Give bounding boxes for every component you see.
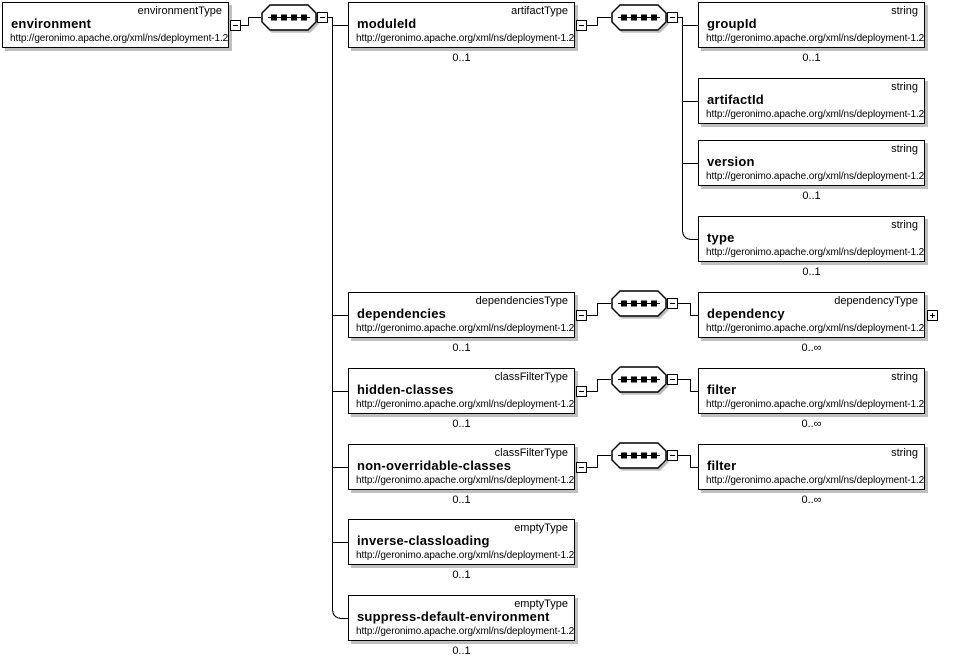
sequence-icon[interactable]: [611, 442, 667, 469]
element-name-label: dependency: [707, 306, 785, 321]
element-box-type[interactable]: string type http://geronimo.apache.org/x…: [698, 216, 925, 262]
element-name-label: inverse-classloading: [357, 533, 490, 548]
cardinality-label: 0..1: [802, 266, 821, 278]
element-namespace-label: http://geronimo.apache.org/xml/ns/deploy…: [706, 323, 925, 334]
element-namespace-label: http://geronimo.apache.org/xml/ns/deploy…: [356, 475, 575, 486]
element-type-label: string: [891, 143, 918, 155]
cardinality-label: 0..1: [452, 569, 471, 581]
element-box-dependencies[interactable]: dependenciesType dependencies http://ger…: [348, 292, 575, 338]
element-box-groupid[interactable]: string groupId http://geronimo.apache.or…: [698, 2, 925, 48]
collapse-icon[interactable]: [317, 12, 328, 23]
sequence-icon[interactable]: [261, 4, 317, 31]
expand-icon[interactable]: [927, 310, 938, 321]
collapse-icon[interactable]: [667, 374, 678, 385]
element-type-label: string: [891, 447, 918, 459]
sequence-icon[interactable]: [611, 366, 667, 393]
element-name-label: non-overridable-classes: [357, 458, 512, 473]
element-namespace-label: http://geronimo.apache.org/xml/ns/deploy…: [356, 399, 575, 410]
element-name-label: artifactId: [707, 92, 764, 107]
element-name-label: suppress-default-environment: [357, 609, 550, 624]
cardinality-label: 0..∞: [801, 342, 822, 354]
cardinality-label: 0..1: [452, 52, 471, 64]
cardinality-label: 0..1: [452, 645, 471, 657]
element-box-dependency[interactable]: dependencyType dependency http://geronim…: [698, 292, 925, 338]
cardinality-label: 0..1: [802, 190, 821, 202]
element-namespace-label: http://geronimo.apache.org/xml/ns/deploy…: [356, 626, 575, 637]
element-namespace-label: http://geronimo.apache.org/xml/ns/deploy…: [356, 323, 575, 334]
element-name-label: filter: [707, 382, 737, 397]
element-box-hidden-classes[interactable]: classFilterType hidden-classes http://ge…: [348, 368, 575, 414]
sequence-icon[interactable]: [611, 290, 667, 317]
cardinality-label: 0..∞: [801, 494, 822, 506]
element-box-version[interactable]: string version http://geronimo.apache.or…: [698, 140, 925, 186]
element-namespace-label: http://geronimo.apache.org/xml/ns/deploy…: [356, 550, 575, 561]
element-namespace-label: http://geronimo.apache.org/xml/ns/deploy…: [706, 475, 925, 486]
element-name-label: dependencies: [357, 306, 447, 321]
element-type-label: emptyType: [514, 522, 568, 534]
cardinality-label: 0..∞: [801, 418, 822, 430]
element-type-label: string: [891, 371, 918, 383]
element-name-label: filter: [707, 458, 737, 473]
cardinality-label: 0..1: [802, 52, 821, 64]
element-box-filter-hidden[interactable]: string filter http://geronimo.apache.org…: [698, 368, 925, 414]
element-box-inverse-classloading[interactable]: emptyType inverse-classloading http://ge…: [348, 519, 575, 565]
collapse-icon[interactable]: [576, 386, 587, 397]
element-name-label: environment: [11, 16, 92, 31]
collapse-icon[interactable]: [230, 20, 241, 31]
collapse-icon[interactable]: [667, 450, 678, 461]
collapse-icon[interactable]: [667, 298, 678, 309]
element-namespace-label: http://geronimo.apache.org/xml/ns/deploy…: [706, 33, 925, 44]
element-type-label: dependencyType: [834, 295, 918, 307]
element-name-label: groupId: [707, 16, 757, 31]
element-type-label: emptyType: [514, 598, 568, 610]
element-namespace-label: http://geronimo.apache.org/xml/ns/deploy…: [706, 247, 925, 258]
element-type-label: string: [891, 5, 918, 17]
element-namespace-label: http://geronimo.apache.org/xml/ns/deploy…: [706, 171, 925, 182]
element-namespace-label: http://geronimo.apache.org/xml/ns/deploy…: [356, 33, 575, 44]
collapse-icon[interactable]: [576, 20, 587, 31]
element-type-label: string: [891, 219, 918, 231]
element-name-label: moduleId: [357, 16, 417, 31]
element-box-artifactid[interactable]: string artifactId http://geronimo.apache…: [698, 78, 925, 124]
element-box-non-overridable-classes[interactable]: classFilterType non-overridable-classes …: [348, 444, 575, 490]
cardinality-label: 0..1: [452, 494, 471, 506]
cardinality-label: 0..1: [452, 342, 471, 354]
element-namespace-label: http://geronimo.apache.org/xml/ns/deploy…: [706, 109, 925, 120]
element-box-moduleid[interactable]: artifactType moduleId http://geronimo.ap…: [348, 2, 575, 48]
element-name-label: type: [707, 230, 735, 245]
collapse-icon[interactable]: [667, 12, 678, 23]
element-type-label: string: [891, 81, 918, 93]
element-type-label: environmentType: [137, 5, 222, 17]
cardinality-label: 0..1: [452, 418, 471, 430]
element-type-label: classFilterType: [494, 371, 568, 383]
collapse-icon[interactable]: [576, 462, 587, 473]
element-namespace-label: http://geronimo.apache.org/xml/ns/deploy…: [706, 399, 925, 410]
collapse-icon[interactable]: [576, 310, 587, 321]
element-box-environment[interactable]: environmentType environment http://geron…: [2, 2, 229, 48]
element-name-label: hidden-classes: [357, 382, 454, 397]
sequence-icon[interactable]: [611, 4, 667, 31]
element-type-label: dependenciesType: [475, 295, 568, 307]
element-type-label: artifactType: [511, 5, 568, 17]
element-namespace-label: http://geronimo.apache.org/xml/ns/deploy…: [10, 33, 229, 44]
element-type-label: classFilterType: [494, 447, 568, 459]
element-name-label: version: [707, 154, 755, 169]
element-box-suppress-default-environment[interactable]: emptyType suppress-default-environment h…: [348, 595, 575, 641]
element-box-filter-non-overridable[interactable]: string filter http://geronimo.apache.org…: [698, 444, 925, 490]
